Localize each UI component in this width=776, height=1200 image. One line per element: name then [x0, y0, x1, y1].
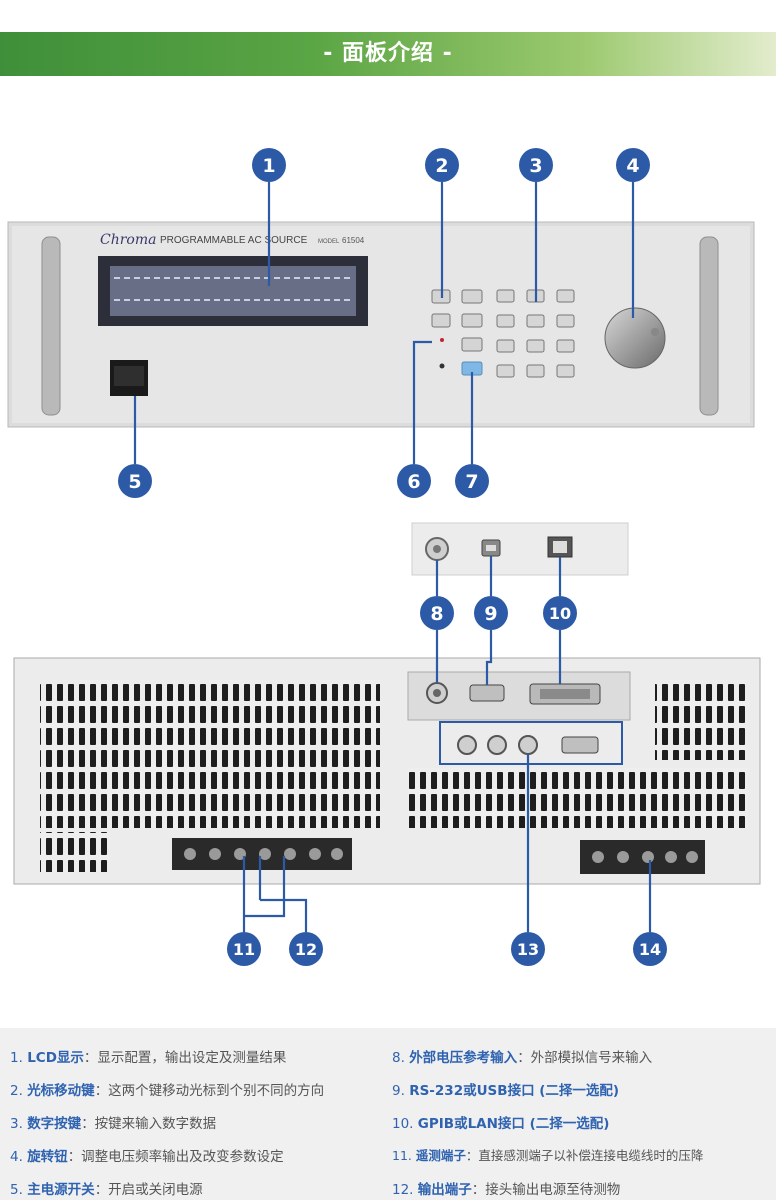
callout-1: 1 [252, 148, 286, 182]
cursor-down-key [431, 313, 451, 328]
svg-text:6: 6 [407, 471, 420, 493]
interface-card [411, 522, 629, 576]
legend-item-9: 9. RS-232或USB接口 (二择一选配) [392, 1083, 620, 1099]
right-handle [699, 236, 719, 416]
front-panel: Chroma PROGRAMMABLE AC SOURCE MODEL 6150… [7, 221, 755, 428]
svg-text:1: 1 [262, 155, 275, 177]
callout-5: 5 [118, 464, 152, 498]
callout-12: 12 [289, 932, 323, 966]
callout-9: 9 [474, 596, 508, 630]
legend-item-12: 12. 输出端子：接头输出电源至待测物 [392, 1182, 621, 1198]
svg-text:12: 12 [295, 940, 317, 959]
callout-badges: 1 2 3 4 5 6 7 8 9 10 11 12 13 14 [118, 148, 667, 966]
callout-7: 7 [455, 464, 489, 498]
svg-text:11: 11 [233, 940, 255, 959]
legend-item-11: 11. 遥测端子：直接感测端子以补偿连接电缆线时的压降 [392, 1148, 704, 1163]
brand-logo: Chroma [100, 232, 156, 248]
rotary-knob [604, 307, 666, 369]
callout-8: 8 [420, 596, 454, 630]
legend-item-10: 10. GPIB或LAN接口 (二择一选配) [392, 1116, 610, 1132]
callout-11: 11 [227, 932, 261, 966]
svg-text:2: 2 [435, 155, 448, 177]
legend-item-8: 8. 外部电压参考输入：外部模拟信号来输入 [392, 1050, 653, 1066]
svg-text:8: 8 [430, 603, 443, 625]
rear-panel [13, 657, 761, 885]
legend-item-1: 1. LCD显示：显示配置，输出设定及测量结果 [10, 1050, 287, 1066]
legend-item-2: 2. 光标移动键：这两个键移动光标到个别不同的方向 [10, 1083, 325, 1099]
section-title: - 面板介绍 - [323, 41, 453, 66]
svg-text:5: 5 [128, 471, 141, 493]
svg-text:3: 3 [529, 155, 542, 177]
legend-panel: 1. LCD显示：显示配置，输出设定及测量结果 2. 光标移动键：这两个键移动光… [0, 1028, 776, 1200]
svg-text:13: 13 [517, 940, 539, 959]
legend-item-4: 4. 旋转钮：调整电压频率输出及改变参数设定 [10, 1149, 284, 1165]
analog-io-group [439, 721, 623, 765]
rs232-port [469, 684, 505, 702]
svg-text:14: 14 [639, 940, 661, 959]
legend-item-3: 3. 数字按键：按键来输入数字数据 [10, 1116, 217, 1132]
numeric-keypad [496, 289, 575, 378]
panel-diagram: Chroma PROGRAMMABLE AC SOURCE MODEL 6150… [7, 148, 761, 966]
right-vent [408, 768, 748, 828]
leader-lines [133, 182, 652, 932]
model-number: 61504 [342, 236, 365, 245]
svg-text:7: 7 [465, 471, 478, 493]
callout-10: 10 [543, 596, 577, 630]
left-handle [41, 236, 61, 416]
product-name: PROGRAMMABLE AC SOURCE [160, 235, 308, 246]
callout-13: 13 [511, 932, 545, 966]
callout-3: 3 [519, 148, 553, 182]
left-vent [40, 680, 380, 828]
svg-text:4: 4 [626, 155, 639, 177]
callout-14: 14 [633, 932, 667, 966]
callout-4: 4 [616, 148, 650, 182]
legend-item-5: 5. 主电源开关：开启或关闭电源 [10, 1182, 203, 1198]
output-key [461, 337, 483, 352]
callout-6: 6 [397, 464, 431, 498]
model-label: MODEL [318, 239, 340, 245]
svg-text:9: 9 [484, 603, 497, 625]
callout-2: 2 [425, 148, 459, 182]
svg-text:10: 10 [549, 604, 571, 623]
section-header-bar: - 面板介绍 - [0, 32, 776, 76]
